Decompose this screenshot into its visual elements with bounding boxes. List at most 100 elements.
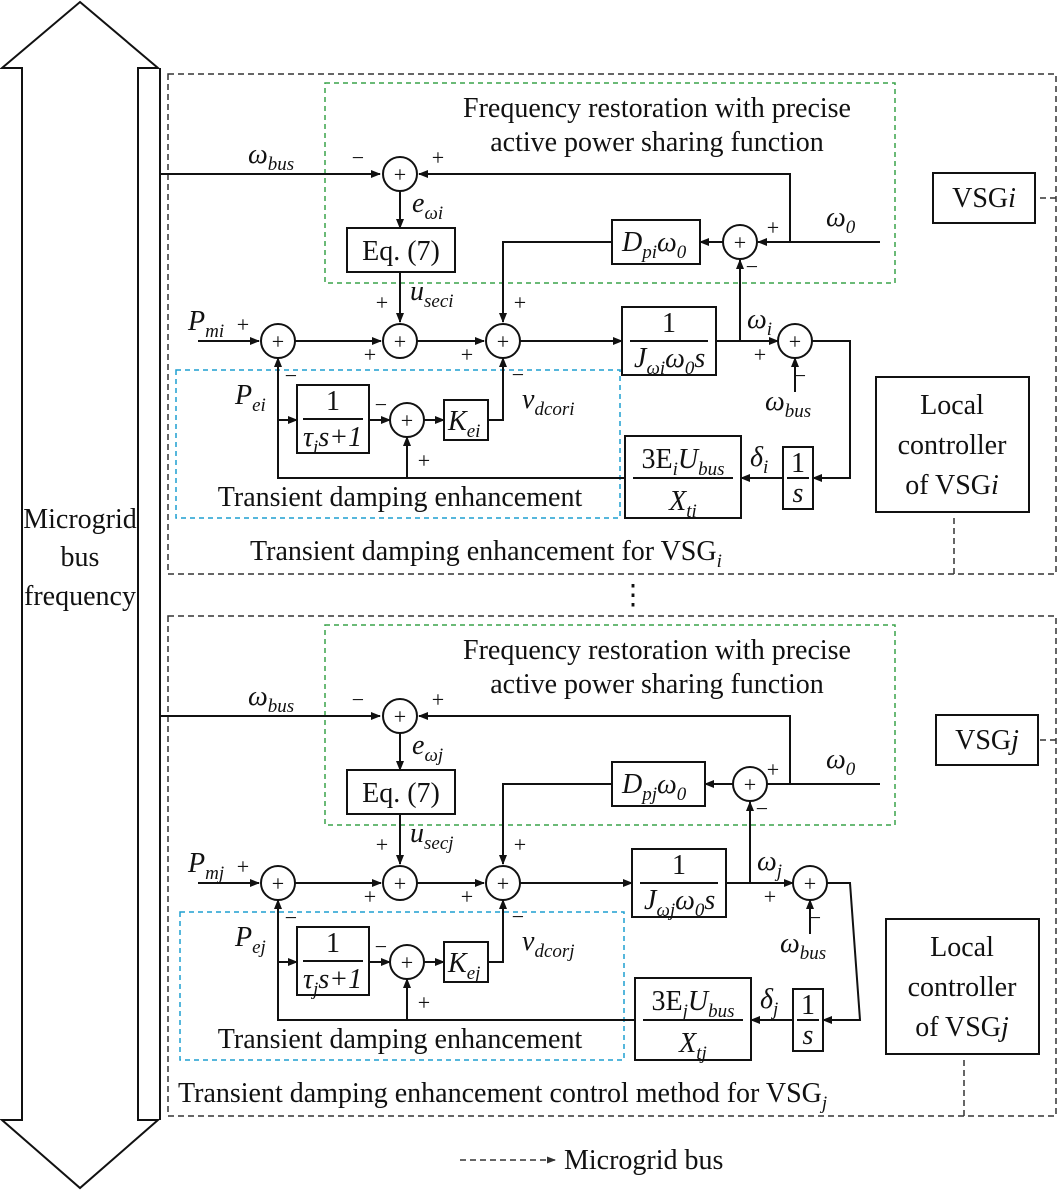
- filter-num: 1: [326, 386, 340, 417]
- inertia-den: Jωiω0s: [634, 343, 705, 379]
- transient-damping-box: [179, 911, 625, 1061]
- omega-bus-label: ωbus: [248, 139, 294, 175]
- e-omega-label: eωi: [412, 188, 443, 224]
- local-controller-line-2: controller: [908, 972, 1018, 1003]
- to-integrator: [822, 882, 862, 1024]
- integrator-den: s: [793, 478, 804, 509]
- microgrid-bus-frequency-arrow: Microgrid bus frequency: [0, 0, 161, 1190]
- svg-text:+: +: [789, 329, 801, 354]
- svg-text:+: +: [394, 329, 406, 354]
- D-omega0-label: Dpiω0: [621, 227, 687, 263]
- Pe-label: Pei: [234, 380, 266, 416]
- sign-plus: +: [432, 145, 444, 170]
- power-den: Xtj: [678, 1028, 707, 1064]
- to-integrator: [812, 340, 851, 482]
- sign-plus: +: [376, 832, 388, 857]
- sign-minus: −: [285, 363, 297, 388]
- outer-title: Transient damping enhancement control me…: [178, 1078, 827, 1114]
- local-controller-line-3: of VSGj: [915, 1012, 1009, 1043]
- integrator-num: 1: [791, 448, 805, 479]
- sign-minus: −: [285, 905, 297, 930]
- vsg-label: VSGj: [955, 725, 1019, 756]
- sum-damping: +: [485, 865, 521, 901]
- arrow-label-line-2: bus: [61, 542, 100, 573]
- D-omega0-label: Dpjω0: [621, 769, 687, 805]
- sum-power: +: [260, 323, 296, 359]
- Pm-label: Pmj: [187, 848, 224, 884]
- inertia-num: 1: [662, 308, 676, 339]
- sign-minus: −: [794, 363, 806, 388]
- power-num: 3EjUbus: [651, 986, 734, 1022]
- sign-minus: −: [512, 362, 524, 387]
- outer-title: Transient damping enhancement for VSGi: [250, 536, 722, 572]
- sign-plus: +: [237, 854, 249, 879]
- svg-text:+: +: [394, 162, 406, 187]
- svg-text:+: +: [804, 871, 816, 896]
- integrator-num: 1: [801, 990, 815, 1021]
- sign-minus: −: [809, 905, 821, 930]
- v-dcor-label: vdcori: [522, 384, 575, 420]
- sign-plus: +: [364, 884, 376, 909]
- K-to-sum: [488, 899, 507, 963]
- feedback-to-error-sum: [418, 712, 791, 784]
- block-vsg-i: Frequency restoration with preciseactive…: [160, 73, 1057, 575]
- sign-minus: −: [746, 254, 758, 279]
- blue-title: Transient damping enhancement: [218, 1024, 583, 1055]
- sign-plus: +: [418, 990, 430, 1015]
- sign-minus: −: [352, 687, 364, 712]
- green-title-1: Frequency restoration with precise: [463, 93, 851, 124]
- sum-damping: +: [485, 323, 521, 359]
- sum-filter: +: [389, 402, 425, 438]
- sign-minus: −: [756, 796, 768, 821]
- gain-label: Kej: [447, 948, 480, 984]
- arrow-label-line-1: Microgrid: [23, 504, 137, 535]
- sum-filter: +: [389, 944, 425, 980]
- sign-plus: +: [514, 290, 526, 315]
- integrator-den: s: [803, 1020, 814, 1051]
- outer-dashed-box: [167, 73, 1057, 575]
- Pe-feedback: [274, 899, 635, 1021]
- sum-omega-deviation: +: [732, 766, 768, 802]
- sign-plus: +: [767, 757, 779, 782]
- legend: Microgrid bus: [460, 1145, 723, 1176]
- svg-text:+: +: [744, 772, 756, 797]
- vertical-ellipsis: ⋮: [619, 580, 647, 611]
- local-controller-line-2: controller: [898, 430, 1008, 461]
- sum-secondary: +: [382, 323, 418, 359]
- e-omega-label: eωj: [412, 730, 443, 766]
- u-sec-label: usecj: [410, 818, 454, 854]
- svg-text:+: +: [394, 871, 406, 896]
- svg-text:+: +: [401, 408, 413, 433]
- sum-angle: +: [777, 323, 813, 359]
- D-to-sum: [499, 241, 612, 323]
- legend-label: Microgrid bus: [564, 1145, 723, 1176]
- inertia-den: Jωjω0s: [644, 885, 715, 921]
- svg-text:+: +: [394, 704, 406, 729]
- vsg-box: [935, 714, 1039, 766]
- local-controller-box: [885, 918, 1040, 1055]
- arrow-label-line-3: frequency: [24, 581, 136, 612]
- gain-label: Kei: [447, 406, 480, 442]
- svg-text:+: +: [401, 950, 413, 975]
- filter-den: τis+1: [303, 422, 362, 458]
- sign-plus: +: [237, 312, 249, 337]
- filter-num: 1: [326, 928, 340, 959]
- vsg-label: VSGi: [952, 183, 1016, 214]
- Pm-label: Pmi: [187, 306, 224, 342]
- sign-plus: +: [461, 342, 473, 367]
- sum-power: +: [260, 865, 296, 901]
- omega-bus-label-2: ωbus: [765, 386, 811, 422]
- power-den: Xti: [668, 486, 697, 522]
- v-dcor-label: vdcorj: [522, 926, 575, 962]
- local-controller-line-1: Local: [930, 932, 994, 963]
- sign-minus: −: [375, 392, 387, 417]
- omega-bus-label-2: ωbus: [780, 928, 826, 964]
- Pe-label: Pej: [234, 922, 266, 958]
- inertia-num: 1: [672, 850, 686, 881]
- delta-label: δi: [750, 442, 768, 478]
- sign-minus: −: [375, 934, 387, 959]
- local-controller-line-3: of VSGi: [905, 470, 999, 501]
- frequency-restoration-box: [324, 624, 896, 826]
- vsg-box: [932, 172, 1036, 224]
